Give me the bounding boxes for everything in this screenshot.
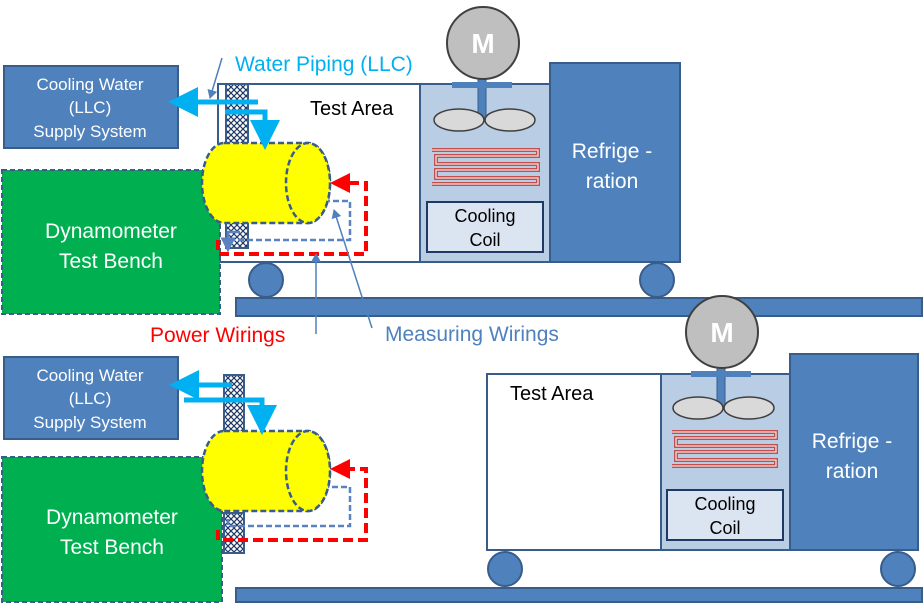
top-motor-label: M [471, 28, 494, 59]
bottom-refrigeration-label-1: Refrige - [812, 430, 893, 453]
top-dynamometer-label-2: Test Bench [59, 250, 163, 273]
measuring-wirings-pointer [331, 209, 373, 329]
bottom-rail [235, 587, 923, 603]
top-fan-blade-left [433, 108, 485, 132]
bottom-cooling-coil-label-2: Coil [709, 518, 740, 538]
water-piping-label: Water Piping (LLC) [235, 53, 413, 76]
bottom-motor-label: M [710, 317, 733, 348]
top-test-area-label: Test Area [310, 98, 394, 120]
top-dynamometer-label-1: Dynamometer [45, 220, 177, 243]
top-refrigeration-label-1: Refrige - [572, 140, 653, 163]
annotation-labels: Water Piping (LLC) Power Wirings Measuri… [150, 53, 559, 347]
top-wheel-left [248, 262, 284, 298]
water-piping-pointer [207, 57, 223, 99]
bottom-scene: Test Area Cooling Coil Refrige - ration … [1, 295, 923, 603]
bottom-test-area-box [486, 373, 662, 551]
top-scene: Test Area Cooling Coil Refrige - ration … [1, 6, 923, 317]
bottom-wheel-left [487, 551, 523, 587]
top-cooling-water-label-1: Cooling Water [36, 75, 143, 94]
top-cooling-water-label-3: Supply System [33, 122, 146, 141]
bottom-dynamometer-label-2: Test Bench [60, 536, 164, 559]
top-wheel-right [639, 262, 675, 298]
top-refrigeration-box [549, 62, 681, 263]
bottom-cooling-coil-box [666, 489, 784, 541]
bottom-cooling-water-label-2: (LLC) [69, 389, 112, 408]
bottom-cooling-water-label-3: Supply System [33, 413, 146, 432]
bottom-refrigeration-label-2: ration [826, 460, 879, 483]
measuring-wirings-label: Measuring Wirings [385, 323, 559, 346]
bottom-wheel-right [880, 551, 916, 587]
bottom-water-arrow-out [184, 397, 277, 435]
bottom-motor-icon [685, 295, 759, 369]
bottom-measuring-wire [226, 485, 352, 528]
bottom-cooling-water-box [3, 356, 179, 440]
top-refrigeration-label-2: ration [586, 170, 639, 193]
top-cooling-water-box [3, 65, 179, 149]
top-cooling-water-label-2: (LLC) [69, 98, 112, 117]
top-cooling-coil-label-1: Cooling [454, 206, 515, 226]
bottom-cooling-coil-label-1: Cooling [694, 494, 755, 514]
top-rail [235, 297, 923, 317]
bottom-cooling-water-label-1: Cooling Water [36, 366, 143, 385]
bottom-power-wire [216, 459, 368, 542]
top-dynamometer-box [1, 169, 221, 315]
bottom-fan-blade-left [672, 396, 724, 420]
top-motor-icon [446, 6, 520, 80]
power-wirings-label: Power Wirings [150, 324, 285, 347]
bottom-test-area-label: Test Area [510, 383, 594, 405]
top-cooling-coil-box [426, 201, 544, 253]
bottom-fan-blade-right [723, 396, 775, 420]
top-cooling-coil-label-2: Coil [469, 230, 500, 250]
top-fan-blade-right [484, 108, 536, 132]
top-water-arrow-out [225, 109, 280, 150]
bottom-refrigeration-box [789, 353, 919, 551]
top-power-wire [216, 173, 368, 256]
bottom-dynamometer-box [1, 456, 223, 603]
bottom-dynamometer-label-1: Dynamometer [46, 506, 178, 529]
